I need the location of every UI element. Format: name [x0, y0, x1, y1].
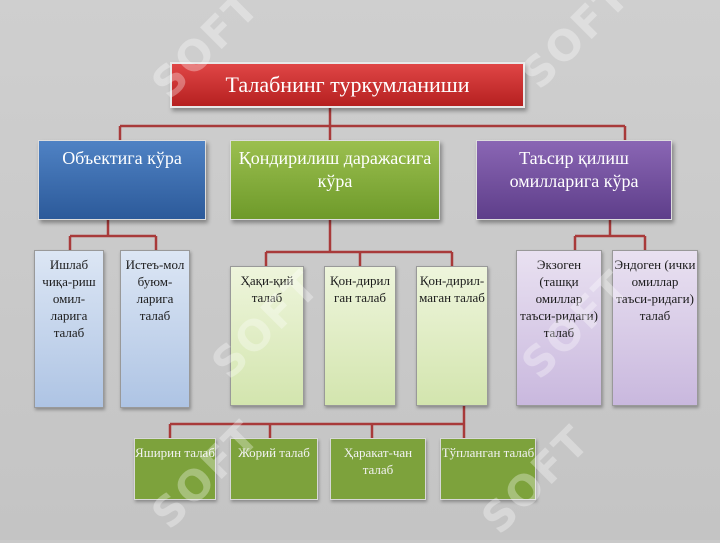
root-node: Талабнинг туркумланиши	[170, 62, 525, 108]
category-factor: Таъсир қилиш омилларига кўра	[476, 140, 672, 220]
category-object: Объектига кўра	[38, 140, 206, 220]
leaf-exogenous: Экзоген (ташқи омиллар таъси-ридаги) тал…	[516, 250, 602, 406]
leaf-consumer: Истеъ-мол буюм-ларига талаб	[120, 250, 190, 408]
leaf-unsatisfied: Қон-дирил-маган талаб	[416, 266, 488, 406]
leaf-endogenous: Эндоген (ички омиллар таъси-ридаги) тала…	[612, 250, 698, 406]
leaf-current: Жорий талаб	[230, 438, 318, 500]
leaf-mobile: Ҳаракат-чан талаб	[330, 438, 426, 500]
leaf-real: Ҳақи-қий талаб	[230, 266, 304, 406]
leaf-accumulated: Тўпланган талаб	[440, 438, 536, 500]
category-degree: Қондирилиш даражасига кўра	[230, 140, 440, 220]
leaf-satisfied: Қон-дирил ган талаб	[324, 266, 396, 406]
leaf-production: Ишлаб чиқа-риш омил-ларига талаб	[34, 250, 104, 408]
leaf-hidden: Яширин талаб	[134, 438, 216, 500]
